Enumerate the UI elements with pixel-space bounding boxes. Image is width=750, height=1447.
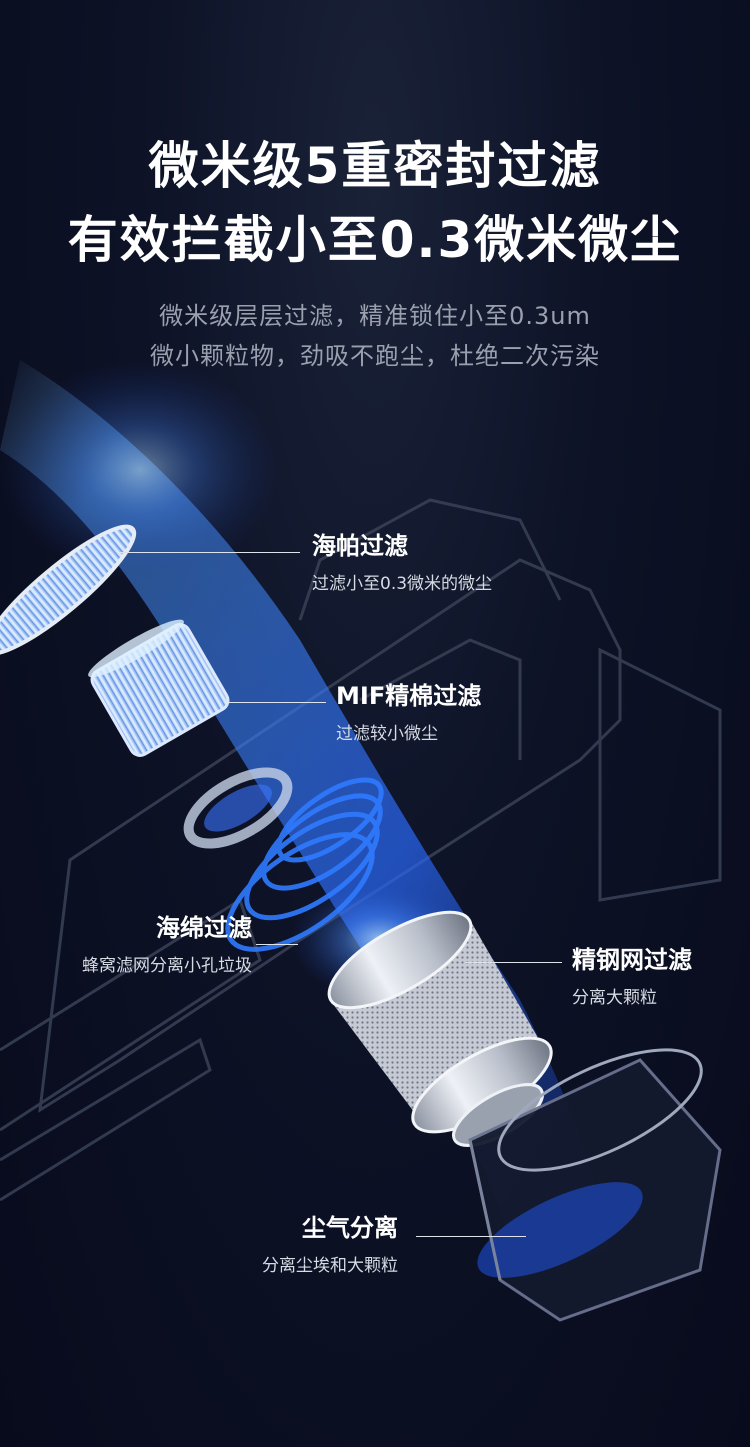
cyclone-title: 尘气分离 bbox=[302, 1214, 398, 1242]
sponge-ring bbox=[183, 767, 293, 849]
headline-line-1: 微米级5重密封过滤 bbox=[148, 137, 602, 195]
subtitle-line-1: 微米级层层过滤，精准锁住小至0.3um bbox=[159, 302, 591, 330]
hepa-desc: 过滤小至0.3微米的微尘 bbox=[312, 574, 493, 594]
dust-bin bbox=[468, 1048, 722, 1322]
hepa-callout-line bbox=[120, 552, 300, 553]
steel-label: 精钢网过滤 分离大颗粒 bbox=[572, 940, 692, 1008]
subtitle-line-2: 微小颗粒物，劲吸不跑尘，杜绝二次污染 bbox=[150, 342, 600, 370]
mif-desc: 过滤较小微尘 bbox=[336, 724, 438, 744]
steel-desc: 分离大颗粒 bbox=[572, 988, 657, 1008]
cyclone-callout-line bbox=[416, 1236, 526, 1237]
cyclone-label: 尘气分离 分离尘埃和大颗粒 bbox=[180, 1208, 398, 1276]
mif-filter-cylinder bbox=[88, 619, 230, 757]
steel-mesh-filter bbox=[327, 910, 553, 1147]
sponge-callout-line bbox=[256, 944, 298, 945]
hepa-label: 海帕过滤 过滤小至0.3微米的微尘 bbox=[312, 526, 492, 594]
sponge-title: 海绵过滤 bbox=[156, 914, 252, 942]
cyclone-desc: 分离尘埃和大颗粒 bbox=[262, 1256, 398, 1276]
hepa-title: 海帕过滤 bbox=[312, 532, 408, 560]
vacuum-body-outline bbox=[0, 498, 722, 1202]
sponge-desc: 蜂窝滤网分离小孔垃圾 bbox=[82, 956, 252, 976]
mif-label: MIF精棉过滤 过滤较小微尘 bbox=[336, 676, 481, 744]
sponge-label: 海绵过滤 蜂窝滤网分离小孔垃圾 bbox=[20, 908, 252, 976]
steel-callout-line bbox=[466, 962, 562, 963]
steel-title: 精钢网过滤 bbox=[572, 946, 692, 974]
hepa-filter-disc bbox=[0, 524, 137, 656]
headline-line-2: 有效拦截小至0.3微米微尘 bbox=[67, 211, 683, 269]
mif-title: MIF精棉过滤 bbox=[336, 682, 482, 710]
cyclone-airflow-rings bbox=[225, 777, 384, 952]
dust-cloud bbox=[0, 360, 280, 580]
mif-callout-line bbox=[228, 702, 326, 703]
